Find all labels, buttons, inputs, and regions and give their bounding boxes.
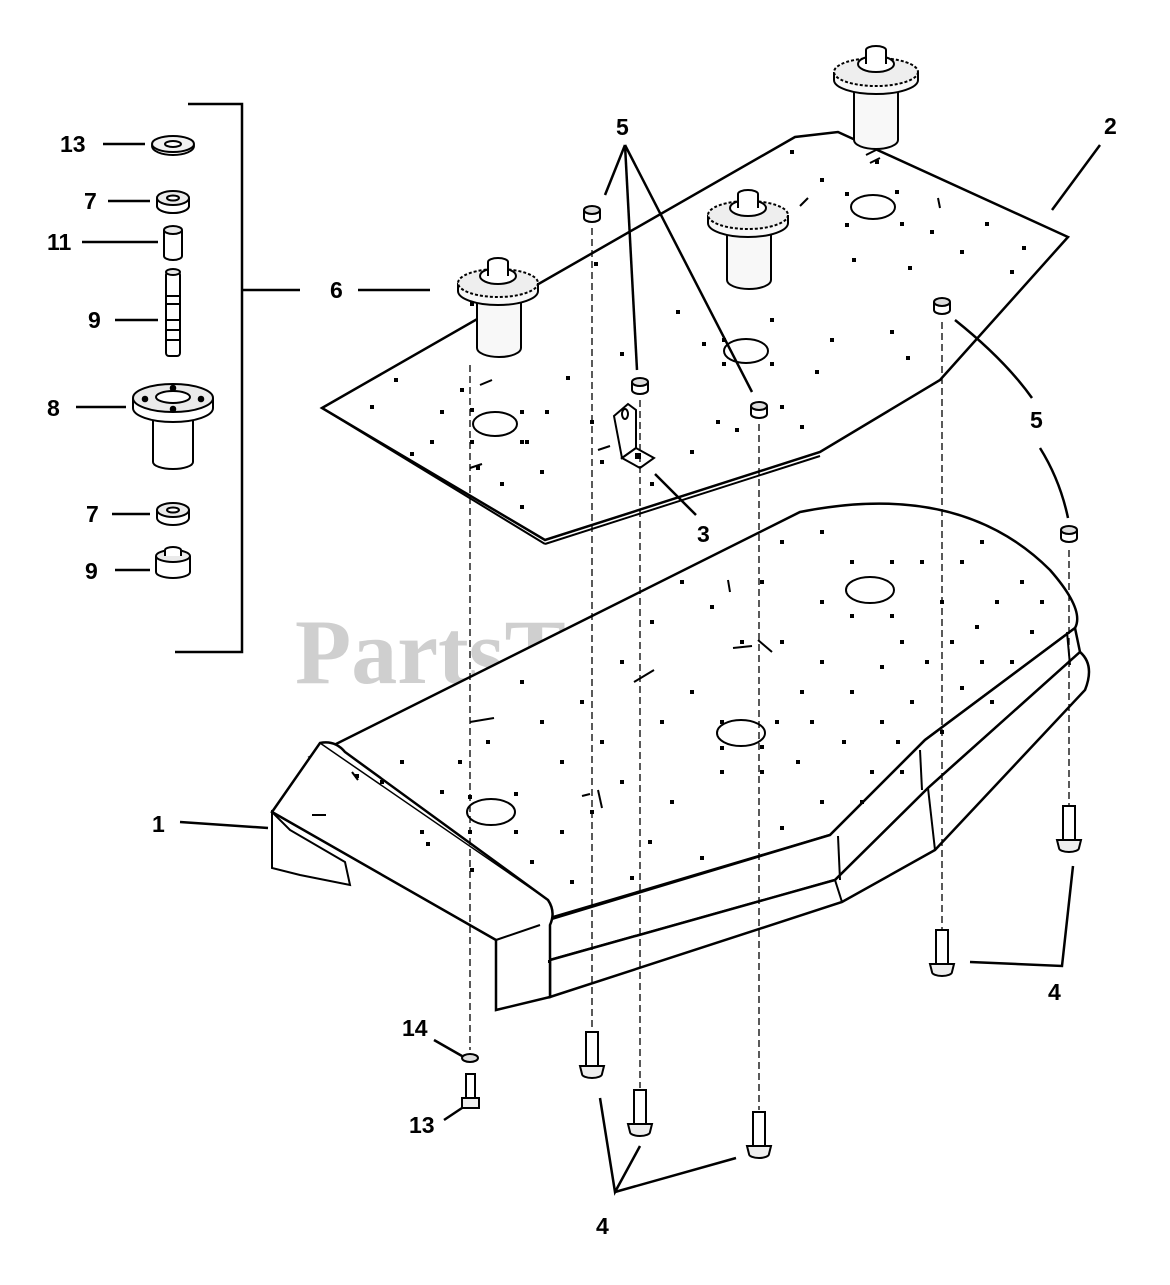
callout-14: 14 [402, 1015, 428, 1041]
spindle-housing-middle [707, 189, 789, 290]
nut-5-d [933, 297, 951, 315]
bracket-3-part [612, 402, 656, 470]
nut-5-b [631, 377, 649, 395]
bolt-4-c [745, 1111, 773, 1159]
spindle-kit-parts [132, 135, 214, 579]
housing-8-part [132, 383, 214, 470]
top-cover-plate [319, 130, 1071, 545]
nut-5-c [750, 401, 768, 419]
bolt-4-d [928, 929, 956, 977]
deck-slots [312, 579, 773, 816]
spindle-housing-left [457, 257, 539, 358]
callout-3: 3 [697, 521, 710, 547]
callout-4-bottom: 4 [596, 1213, 609, 1239]
screw-13-part [461, 1073, 480, 1109]
spindle-housing-right [833, 45, 919, 150]
spacer-11-part [163, 225, 183, 261]
callout-9-shaft: 9 [88, 307, 101, 333]
top-plate-slots [469, 149, 941, 469]
nut-5-e [1060, 525, 1078, 543]
washer-14-part [461, 1053, 479, 1063]
bolt-4-a [578, 1031, 606, 1079]
callout-5-right: 5 [1030, 407, 1043, 433]
callout-4-right: 4 [1048, 979, 1061, 1005]
bolt-4-e [1055, 805, 1083, 853]
callout-7-top: 7 [84, 188, 97, 214]
nut-5-a [583, 205, 601, 223]
bearing-7-bottom-part [156, 502, 190, 526]
shaft-9-part [165, 268, 181, 357]
carriage-bolts [461, 805, 1083, 1159]
callout-13-bottom: 13 [409, 1112, 435, 1138]
chute-rivets [355, 774, 551, 963]
callout-11: 11 [47, 229, 72, 255]
callout-9-nut: 9 [85, 558, 98, 584]
bearing-7-top-part [156, 190, 190, 214]
callout-7-bottom: 7 [86, 501, 99, 527]
callout-6: 6 [330, 277, 343, 303]
callout-1: 1 [152, 811, 165, 837]
mower-deck-shell [270, 502, 1091, 1012]
callout-13-top: 13 [60, 131, 86, 157]
callout-2: 2 [1104, 113, 1117, 139]
callout-5-top: 5 [616, 114, 629, 140]
bolt-4-b [626, 1089, 654, 1137]
callout-labels: 13 7 11 9 8 7 9 6 2 5 5 3 1 4 4 14 13 [47, 113, 1117, 1239]
pulley-nut-9-part [155, 546, 191, 579]
flange-nuts [583, 205, 1078, 543]
washer-13-part [151, 135, 195, 156]
leader-lines [76, 142, 1102, 1196]
kit-bracket [175, 102, 300, 654]
assembly-lines [469, 228, 1070, 1110]
callout-8: 8 [47, 395, 60, 421]
